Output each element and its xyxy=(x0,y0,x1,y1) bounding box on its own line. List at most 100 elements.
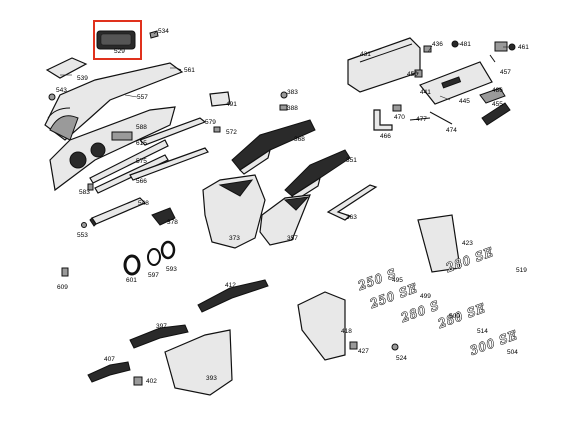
part-474[interactable] xyxy=(429,111,453,125)
label-543[interactable]: 543 xyxy=(56,87,67,94)
part-470[interactable] xyxy=(392,104,402,112)
label-539[interactable]: 539 xyxy=(77,75,88,82)
label-427[interactable]: 427 xyxy=(358,348,369,355)
label-402[interactable]: 402 xyxy=(146,378,157,385)
part-572[interactable] xyxy=(213,126,221,133)
label-457[interactable]: 457 xyxy=(500,69,511,76)
badge-514[interactable]: 280 SE xyxy=(435,300,489,332)
part-553-clip[interactable] xyxy=(81,222,87,228)
label-351[interactable]: 351 xyxy=(346,157,357,164)
label-363[interactable]: 363 xyxy=(346,214,357,221)
part-529-grille[interactable] xyxy=(96,30,136,50)
part-557-dash-top[interactable] xyxy=(44,62,184,141)
part-445-door[interactable] xyxy=(419,61,493,105)
part-402[interactable] xyxy=(133,376,143,386)
label-455[interactable]: 455 xyxy=(492,101,503,108)
label-481[interactable]: 481 xyxy=(460,41,471,48)
part-431-glovebox[interactable] xyxy=(347,37,421,93)
part-393-carpet[interactable] xyxy=(164,329,233,396)
label-383[interactable]: 383 xyxy=(287,89,298,96)
label-593[interactable]: 593 xyxy=(166,266,177,273)
part-378[interactable] xyxy=(151,207,176,226)
part-357-panel[interactable] xyxy=(259,194,311,246)
part-534-clip[interactable] xyxy=(149,30,159,39)
label-572[interactable]: 572 xyxy=(226,129,237,136)
part-579-trim[interactable] xyxy=(129,117,209,181)
label-393[interactable]: 393 xyxy=(206,375,217,382)
part-593-ring[interactable] xyxy=(160,240,176,260)
label-548[interactable]: 548 xyxy=(138,200,149,207)
label-509[interactable]: 509 xyxy=(449,313,460,320)
label-534[interactable]: 534 xyxy=(158,28,169,35)
part-524[interactable] xyxy=(391,343,399,351)
part-455[interactable] xyxy=(481,102,511,126)
label-495[interactable]: 495 xyxy=(392,277,403,284)
label-418[interactable]: 418 xyxy=(341,328,352,335)
label-474[interactable]: 474 xyxy=(446,127,457,134)
label-441[interactable]: 441 xyxy=(420,89,431,96)
label-601[interactable]: 601 xyxy=(126,277,137,284)
label-407[interactable]: 407 xyxy=(104,356,115,363)
label-397[interactable]: 397 xyxy=(156,323,167,330)
label-491[interactable]: 491 xyxy=(226,101,237,108)
label-524[interactable]: 524 xyxy=(396,355,407,362)
part-543-knob[interactable] xyxy=(48,93,56,101)
label-566[interactable]: 566 xyxy=(136,178,147,185)
label-436[interactable]: 436 xyxy=(432,41,443,48)
label-378[interactable]: 378 xyxy=(167,219,178,226)
label-583[interactable]: 583 xyxy=(79,189,90,196)
part-436[interactable] xyxy=(423,45,432,53)
part-548-strip[interactable] xyxy=(89,197,147,227)
label-519[interactable]: 519 xyxy=(516,267,527,274)
part-539-pad[interactable] xyxy=(45,57,88,79)
label-423[interactable]: 423 xyxy=(462,240,473,247)
part-418-panel[interactable] xyxy=(297,291,346,361)
label-609[interactable]: 609 xyxy=(57,284,68,291)
part-491-plate[interactable] xyxy=(209,91,231,107)
label-557[interactable]: 557 xyxy=(137,94,148,101)
part-461[interactable] xyxy=(494,41,516,52)
label-514[interactable]: 514 xyxy=(477,328,488,335)
part-383[interactable] xyxy=(280,91,288,99)
label-588[interactable]: 588 xyxy=(136,124,147,131)
part-407[interactable] xyxy=(87,361,131,383)
label-615[interactable]: 615 xyxy=(136,140,147,147)
label-499[interactable]: 499 xyxy=(420,293,431,300)
label-579[interactable]: 579 xyxy=(205,119,216,126)
label-412[interactable]: 412 xyxy=(225,282,236,289)
label-529[interactable]: 529 xyxy=(114,48,125,55)
label-575[interactable]: 575 xyxy=(136,158,147,165)
part-427[interactable] xyxy=(349,341,358,350)
part-601-ring[interactable] xyxy=(123,254,141,276)
part-597-ring[interactable] xyxy=(147,248,161,266)
part-583[interactable] xyxy=(87,183,94,191)
label-388[interactable]: 388 xyxy=(287,105,298,112)
label-553[interactable]: 553 xyxy=(77,232,88,239)
label-597[interactable]: 597 xyxy=(148,272,159,279)
part-450[interactable] xyxy=(414,69,423,78)
label-486[interactable]: 486 xyxy=(492,87,503,94)
label-561[interactable]: 561 xyxy=(184,67,195,74)
label-368[interactable]: 368 xyxy=(294,136,305,143)
label-477[interactable]: 477 xyxy=(416,116,427,123)
label-470[interactable]: 470 xyxy=(394,114,405,121)
label-504[interactable]: 504 xyxy=(507,349,518,356)
label-445[interactable]: 445 xyxy=(459,98,470,105)
badge-509[interactable]: 280 S xyxy=(398,297,442,325)
part-477[interactable] xyxy=(409,117,431,121)
label-431[interactable]: 431 xyxy=(360,51,371,58)
part-368-panel[interactable] xyxy=(231,119,316,175)
part-373-panel[interactable] xyxy=(202,174,266,249)
part-486[interactable] xyxy=(479,87,506,104)
part-423-panel[interactable] xyxy=(417,214,461,273)
label-357[interactable]: 357 xyxy=(287,235,298,242)
part-457[interactable] xyxy=(489,54,496,63)
part-388[interactable] xyxy=(279,104,288,111)
label-373[interactable]: 373 xyxy=(229,235,240,242)
part-466-bracket[interactable] xyxy=(373,109,393,131)
part-363-rail[interactable] xyxy=(326,184,378,221)
part-609[interactable] xyxy=(61,267,69,277)
part-351-panel[interactable] xyxy=(284,149,351,201)
label-450[interactable]: 450 xyxy=(407,71,418,78)
label-461[interactable]: 461 xyxy=(518,44,529,51)
